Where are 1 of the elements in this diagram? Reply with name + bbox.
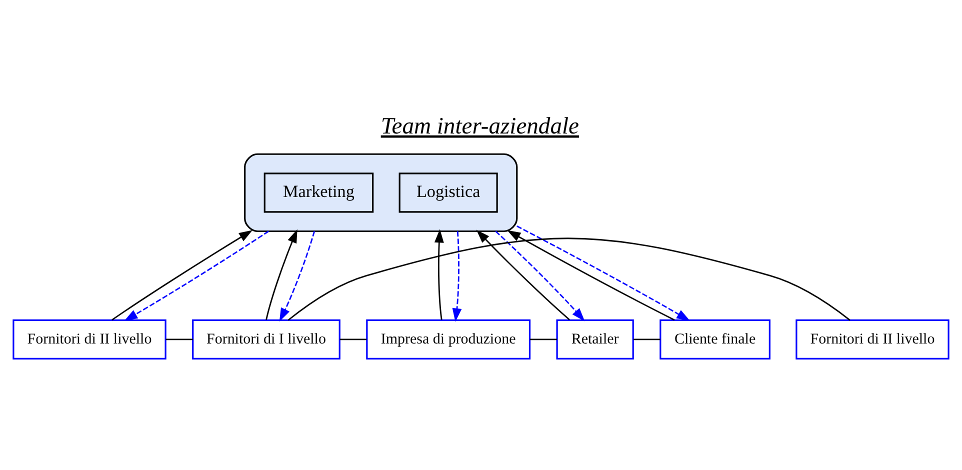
diagram-title: Team inter-aziendale	[380, 113, 579, 140]
